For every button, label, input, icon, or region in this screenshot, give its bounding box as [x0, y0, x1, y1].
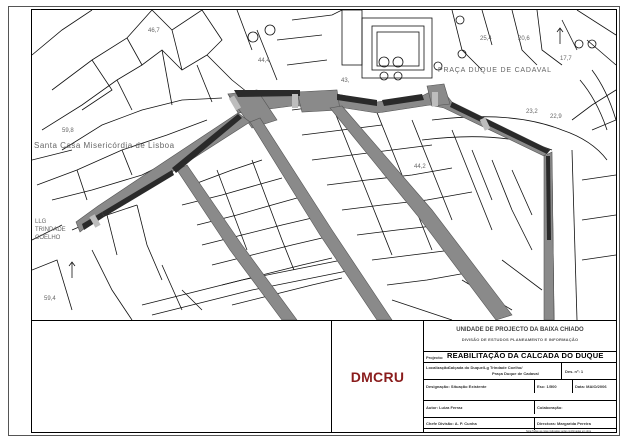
divider — [572, 380, 573, 393]
outer-frame — [8, 6, 620, 436]
elev-59-4: 59,4 — [44, 296, 56, 302]
place-praca-duque-cadaval: PRAÇA DUQUE DE CADAVAL — [438, 67, 552, 74]
elev-46-7: 46,7 — [148, 28, 160, 34]
title-block-blank-panel — [32, 321, 332, 433]
location-line1: Calçada do Duque/Lg Trindade Coelho/ — [448, 365, 523, 370]
designation: Designação: Situação Existente — [426, 384, 487, 389]
building-footprints — [32, 10, 616, 320]
logo-dmcru: DMCRU — [350, 369, 405, 385]
author: Autor: Luiza Ferraz — [426, 405, 463, 410]
project-value: REABILITAÇÃO DA CALCADA DO DUQUE — [447, 351, 604, 360]
crosswalks — [89, 92, 491, 228]
row-chief: Chefe Divisão: A. P. Cunha Directora: Ma… — [424, 417, 616, 430]
place-lg-line2: TRINDADE — [35, 227, 66, 233]
row-author: Autor: Luiza Ferraz Colaboração: — [424, 400, 616, 414]
location-line2: Praça Duque de Cadaval — [492, 371, 539, 376]
chief-division: Chefe Divisão: A. P. Cunha — [426, 421, 477, 426]
unit-name: UNIDADE DE PROJECTO DA BAIXA CHIADO — [456, 327, 584, 333]
elev-44-4: 44,4 — [258, 58, 270, 64]
date: Data: MAIO/2006 — [575, 384, 607, 389]
location-label: Localização: — [426, 365, 451, 370]
elev-59-8: 59,8 — [62, 128, 74, 134]
elev-23-2: 23,2 — [526, 109, 538, 115]
elev-20-6: 20,6 — [518, 36, 530, 42]
elev-44-2: 44,2 — [414, 164, 426, 170]
place-santa-casa: Santa Casa Misericórdia de Lisboa — [34, 141, 175, 150]
project-label: Projecto: — [426, 355, 444, 360]
title-block: DMCRU UNIDADE DE PROJECTO DA BAIXA CHIAD… — [32, 320, 616, 433]
director: Directora: Margarida Pereira — [537, 421, 591, 426]
drawing-number: Des. nº: 1 — [565, 369, 584, 374]
place-lg-line3: COELHO — [35, 235, 61, 241]
divider — [534, 418, 535, 430]
divider — [534, 380, 535, 393]
divider — [561, 363, 562, 380]
inner-frame — [31, 9, 617, 433]
logo-panel: DMCRU — [332, 321, 424, 433]
row-designation: Designação: Situação Existente Esc: 1/50… — [424, 379, 616, 393]
elev-43: 43, — [341, 78, 350, 84]
site-plan-map: 46,7 44,4 43, 25,4 20,6 17,7 23,2 22,9 4… — [32, 10, 616, 320]
footnote: Nota:Todas as cotas indicadas serão conf… — [526, 430, 592, 433]
elev-25-4: 25,4 — [480, 36, 492, 42]
collaboration: Colaboração: — [537, 405, 563, 410]
title-block-info: DMCRU UNIDADE DE PROJECTO DA BAIXA CHIAD… — [332, 321, 616, 433]
hatched-paving — [82, 90, 551, 240]
scale: Esc: 1/500 — [537, 384, 557, 389]
division-name: DIVISÃO DE ESTUDOS PLANEAMENTO E INFORMA… — [461, 337, 579, 342]
place-lg-line1: LLG — [35, 219, 47, 225]
elev-17-7: 17,7 — [560, 56, 572, 62]
north-arrows — [68, 27, 564, 278]
elev-22-9: 22,9 — [550, 114, 562, 120]
divider — [534, 401, 535, 414]
trees — [247, 15, 597, 81]
row-project: Projecto: REABILITAÇÃO DA CALCADA DO DUQ… — [424, 351, 616, 361]
row-location: Localização: Calçada do Duque/Lg Trindad… — [424, 362, 616, 380]
